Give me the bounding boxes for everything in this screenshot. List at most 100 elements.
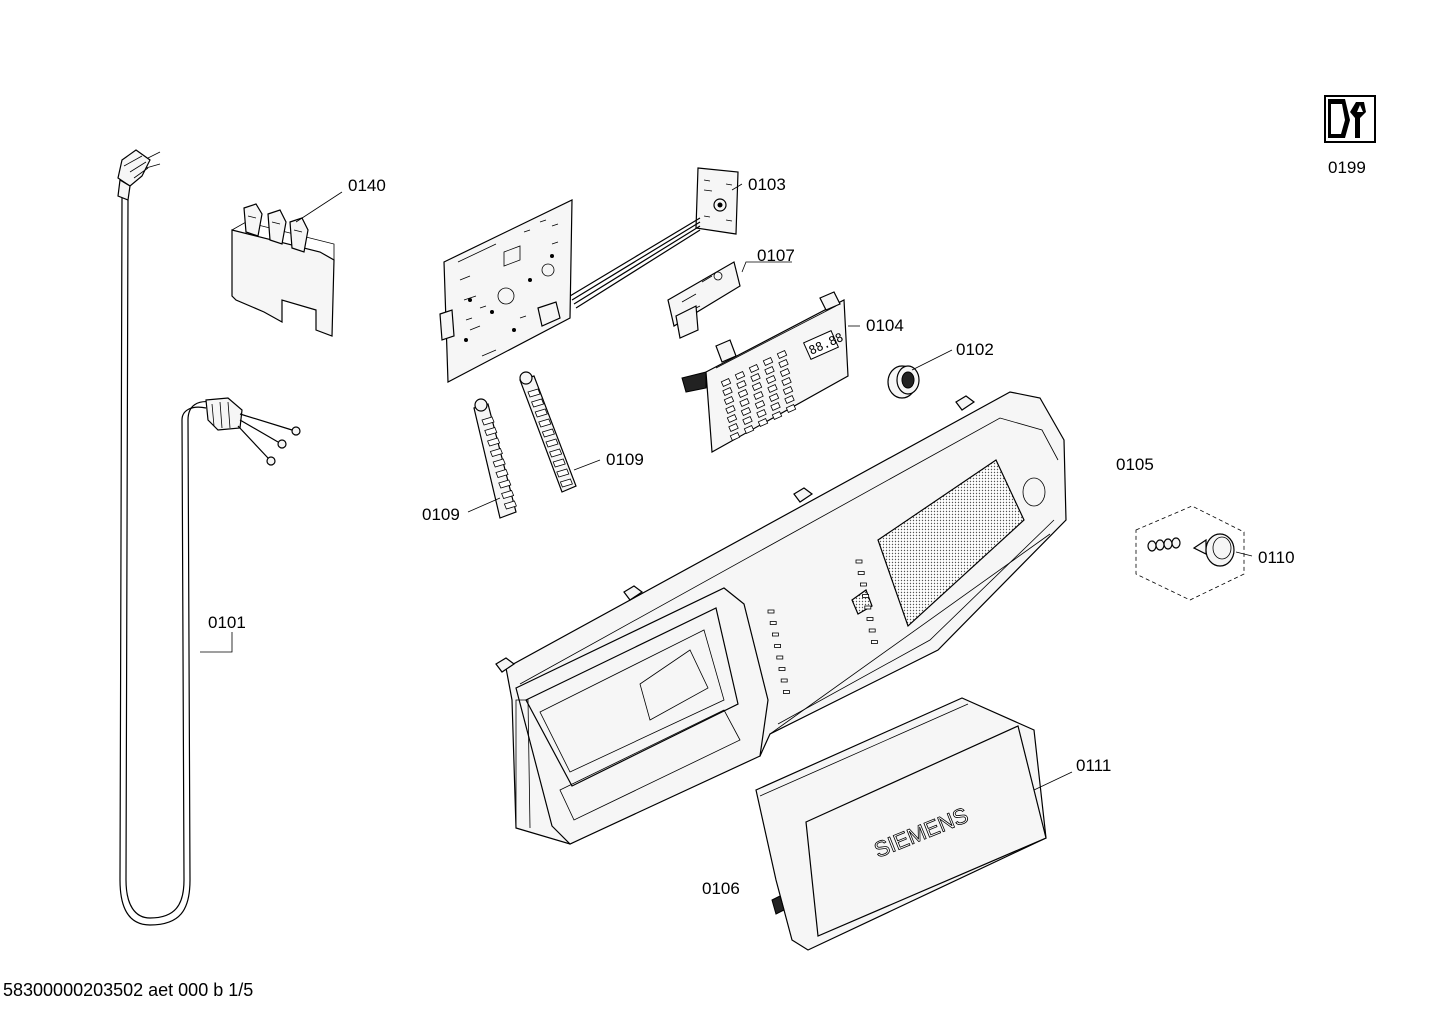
light-guide-segment (503, 500, 517, 510)
display-button (726, 414, 738, 423)
callout-labels: 0199 0103 0140 0107 0104 0102 0105 0109 … (208, 158, 1366, 898)
panel-led-hole (871, 640, 878, 644)
light-guide-segment (481, 416, 495, 426)
display-module: 88.88 (681, 291, 849, 453)
display-button (753, 391, 764, 400)
power-cord (117, 149, 301, 926)
light-guide-segment (538, 418, 552, 428)
light-guide-segment (549, 448, 563, 458)
display-button (723, 396, 735, 405)
light-guide-segment (541, 428, 555, 438)
label-0105: 0105 (1116, 455, 1154, 474)
display-button (737, 389, 749, 398)
label-0107: 0107 (757, 246, 795, 265)
display-button (764, 366, 775, 375)
display-button (720, 378, 732, 387)
label-0110: 0110 (1258, 548, 1295, 567)
display-button (778, 359, 789, 368)
detergent-drawer-frame (515, 587, 769, 845)
control-module-small (569, 167, 739, 309)
label-0101: 0101 (208, 613, 246, 632)
display-button (754, 400, 766, 409)
light-guide-segment (534, 408, 548, 418)
display-button (768, 393, 780, 402)
panel-led-hole (774, 644, 781, 648)
panel-led-hole (866, 617, 874, 621)
display-button (757, 418, 769, 427)
display-button (728, 423, 739, 432)
panel-led-hole (776, 655, 784, 660)
display-button (767, 384, 778, 393)
service-wrench-icon (1324, 95, 1376, 143)
panel-led-hole (780, 678, 788, 683)
light-guide-segment (487, 437, 501, 447)
main-electronics-board (439, 199, 573, 383)
panel-led-hole (855, 559, 863, 564)
light-guide-segment (492, 458, 506, 468)
panel-led-hole (778, 667, 786, 671)
drawer-handle-cover: SIEMENS (755, 697, 1047, 951)
spring-icon (1147, 537, 1181, 552)
display-button (762, 357, 774, 366)
light-guide-segment (498, 479, 512, 489)
module-board (667, 261, 741, 339)
light-guide-segment (527, 388, 541, 398)
display-button (782, 386, 794, 395)
panel-led-hole (862, 594, 869, 598)
display-button (771, 411, 783, 420)
display-button (748, 364, 760, 373)
panel-led-hole (767, 609, 775, 614)
knob-ring (887, 365, 920, 399)
light-guide-segment (559, 478, 573, 488)
panel-led-hole (857, 571, 865, 575)
panel-led-hole (769, 621, 777, 625)
display-button (743, 425, 755, 434)
display-button (742, 416, 753, 425)
display-button (729, 432, 741, 441)
label-0102: 0102 (956, 340, 994, 359)
light-guide-segment (484, 427, 498, 436)
display-button-grid (720, 350, 797, 441)
display-button (750, 373, 761, 382)
light-guide-segment (495, 469, 509, 478)
panel-led-hole (772, 632, 779, 637)
light-guide-right (519, 371, 577, 493)
light-guide-segment (531, 398, 545, 408)
label-0111: 0111 (1076, 756, 1111, 775)
leader-lines (200, 183, 1253, 791)
display-button (739, 398, 750, 407)
document-reference-footer: 58300000203502 aet 000 b 1/5 (3, 980, 254, 1000)
display-button (785, 404, 797, 413)
display-button (756, 409, 767, 418)
light-guide-left (473, 398, 517, 519)
display-button (781, 377, 792, 386)
label-0103: 0103 (748, 175, 786, 194)
display-button (765, 375, 777, 384)
display-button (722, 387, 733, 396)
label-0109-right: 0109 (606, 450, 644, 469)
display-button (751, 382, 763, 391)
panel-led-hole (864, 605, 872, 610)
display-button (784, 395, 795, 404)
display-button (740, 407, 752, 416)
display-button (734, 371, 746, 380)
display-button (776, 350, 788, 359)
panel-led-hole (783, 690, 790, 694)
button-spring-assembly (1135, 505, 1245, 601)
label-0104: 0104 (866, 316, 904, 335)
display-button (736, 380, 747, 389)
light-guide-segment (556, 468, 570, 478)
label-0109-left: 0109 (422, 505, 460, 524)
panel-led-hole (860, 582, 867, 587)
label-0199: 0199 (1328, 158, 1366, 177)
light-guide-segment (552, 458, 566, 468)
display-button (770, 402, 781, 411)
display-button (725, 405, 736, 414)
label-0106: 0106 (702, 879, 740, 898)
label-0140: 0140 (348, 176, 386, 195)
light-guide-segment (501, 490, 515, 499)
light-guide-segment (545, 438, 559, 448)
interference-filter (231, 203, 335, 337)
panel-led-hole (868, 628, 876, 633)
